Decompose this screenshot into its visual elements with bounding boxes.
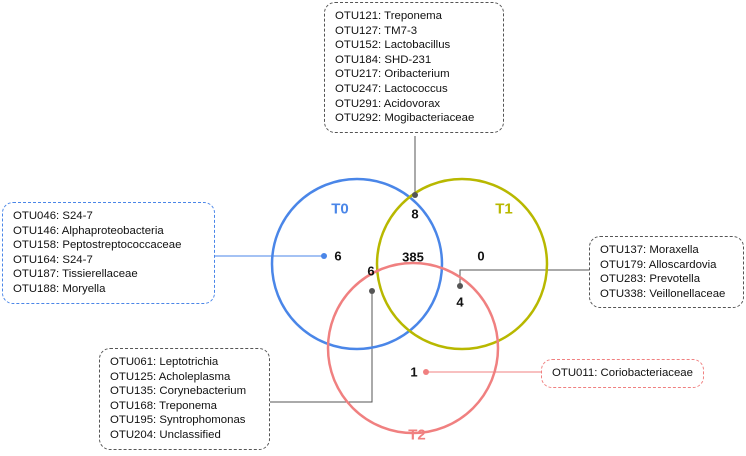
otu-entry: OTU158: Peptostreptococcaceae xyxy=(13,239,182,252)
circle-t2 xyxy=(326,261,500,435)
circle-t0 xyxy=(270,177,444,351)
otu-entry: OTU292: Mogibacteriaceae xyxy=(335,112,475,125)
callout-t1-t2: OTU137: Moraxella OTU179: Alloscardovia … xyxy=(589,236,744,309)
otu-entry: OTU127: TM7-3 xyxy=(335,24,418,37)
set-label-t0: T0 xyxy=(331,200,349,218)
otu-entry: OTU046: S24-7 xyxy=(13,210,93,222)
otu-entry: OTU168: Treponema xyxy=(110,399,217,412)
count-t0-t2: 6 xyxy=(367,263,375,279)
count-t1-t2: 4 xyxy=(456,294,464,310)
count-t1-only: 0 xyxy=(477,248,485,264)
otu-entry: OTU217: Oribacterium xyxy=(335,68,450,81)
callout-t2-only: OTU011: Coriobacteriaceae xyxy=(541,359,704,388)
dot-t0-t1 xyxy=(412,192,418,198)
set-label-t2: T2 xyxy=(408,426,426,444)
otu-entry: OTU135: Corynebacterium xyxy=(110,385,247,398)
dot-t1-t2 xyxy=(457,283,463,289)
count-all: 385 xyxy=(402,249,424,265)
otu-entry: OTU187: Tissierellaceae xyxy=(13,268,138,281)
otu-entry: OTU283: Prevotella xyxy=(600,273,701,286)
otu-entry: OTU204: Unclassified xyxy=(110,428,221,441)
otu-entry: OTU152: Lactobacillus xyxy=(335,39,451,52)
otu-entry: OTU137: Moraxella xyxy=(600,244,699,256)
otu-entry: OTU179: Alloscardovia xyxy=(600,258,717,271)
otu-entry: OTU184: SHD-231 xyxy=(335,53,432,66)
connector-t0-t2 xyxy=(270,291,373,403)
otu-entry: OTU125: Acholeplasma xyxy=(110,370,231,383)
callout-t0-t2: OTU061: Leptotrichia OTU125: Acholeplasm… xyxy=(99,348,270,450)
callout-t0-only: OTU046: S24-7 OTU146: Alphaproteobacteri… xyxy=(2,202,215,304)
count-t2-only: 1 xyxy=(410,364,418,380)
otu-entry: OTU291: Acidovorax xyxy=(335,97,441,110)
otu-entry: OTU164: S24-7 xyxy=(13,253,93,266)
otu-entry: OTU146: Alphaproteobacteria xyxy=(13,224,164,237)
otu-entry: OTU195: Syntrophomonas xyxy=(110,414,246,427)
otu-entry: OTU188: Moryella xyxy=(13,282,106,295)
callout-t0-t1: OTU121: Treponema OTU127: TM7-3 OTU152: … xyxy=(324,2,504,133)
dot-t2-only xyxy=(423,369,429,375)
otu-entry: OTU338: Veillonellaceae xyxy=(600,287,726,300)
count-t0-t1: 8 xyxy=(411,206,419,222)
circle-t1 xyxy=(375,177,549,351)
set-label-t1: T1 xyxy=(495,200,513,218)
otu-entry: OTU121: Treponema xyxy=(335,10,442,22)
otu-entry: OTU011: Coriobacteriaceae xyxy=(552,367,693,379)
dot-t0-t2 xyxy=(369,288,375,294)
otu-entry: OTU247: Lactococcus xyxy=(335,82,448,95)
count-t0-only: 6 xyxy=(334,248,342,264)
dot-t0-only xyxy=(321,253,327,259)
otu-entry: OTU061: Leptotrichia xyxy=(110,356,219,368)
connector-t1-t2 xyxy=(459,269,589,286)
